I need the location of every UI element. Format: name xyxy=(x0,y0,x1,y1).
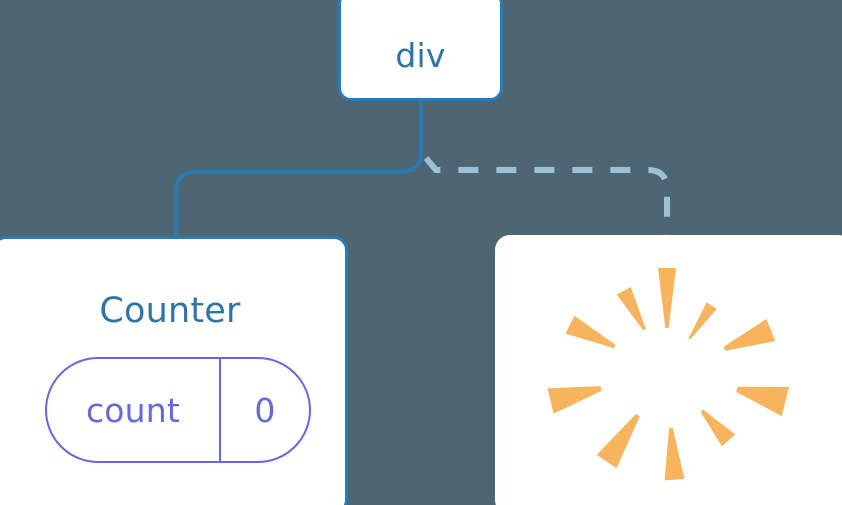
sparkle-ray-3 xyxy=(723,318,776,351)
node-div-label: div xyxy=(395,36,446,75)
sparkle-ray-4 xyxy=(736,386,789,417)
sparkle-ray-1 xyxy=(658,268,676,328)
sparkle-ray-7 xyxy=(596,413,640,469)
sparkle-ray-8 xyxy=(547,386,602,414)
sparkle-ray-5 xyxy=(700,409,736,447)
sparkle-rays xyxy=(547,268,789,481)
sparkle-burst-icon xyxy=(495,235,842,505)
state-pill-key: count xyxy=(47,359,221,461)
node-div[interactable]: div xyxy=(338,0,503,101)
sparkle-ray-9 xyxy=(565,315,616,349)
state-pill-count[interactable]: count 0 xyxy=(45,357,311,463)
node-rerendering-component[interactable] xyxy=(495,235,842,505)
node-counter[interactable]: Counter count 0 xyxy=(0,236,348,505)
sparkle-ray-6 xyxy=(664,427,685,481)
edge-div-to-counter xyxy=(174,98,423,242)
state-pill-value: 0 xyxy=(254,390,276,430)
node-counter-label: Counter xyxy=(99,291,241,331)
edge-div-to-rerender xyxy=(423,156,670,238)
sparkle-ray-2 xyxy=(688,302,717,340)
sparkle-ray-10 xyxy=(616,287,646,331)
